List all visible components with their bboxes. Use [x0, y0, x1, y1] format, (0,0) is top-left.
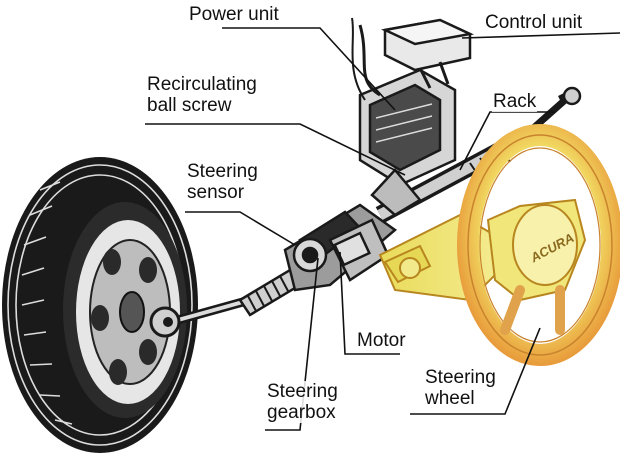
label-steering-wheel: Steering wheel [424, 367, 497, 409]
tie-rod-illustration [149, 295, 255, 338]
label-recirculating-ball-screw: Recirculating ball screw [146, 74, 258, 116]
steering-wheel-illustration: ACURA [457, 124, 620, 366]
tire-illustration [2, 157, 198, 453]
label-steering-gearbox: Steering gearbox [266, 381, 339, 423]
label-rack: Rack [492, 91, 538, 112]
label-control-unit: Control unit [484, 12, 584, 33]
label-motor: Motor [356, 330, 407, 351]
steering-column-illustration [378, 213, 522, 302]
label-steering-sensor: Steering sensor [186, 161, 259, 203]
label-power-unit: Power unit [188, 4, 280, 25]
leader-lines [145, 27, 620, 431]
